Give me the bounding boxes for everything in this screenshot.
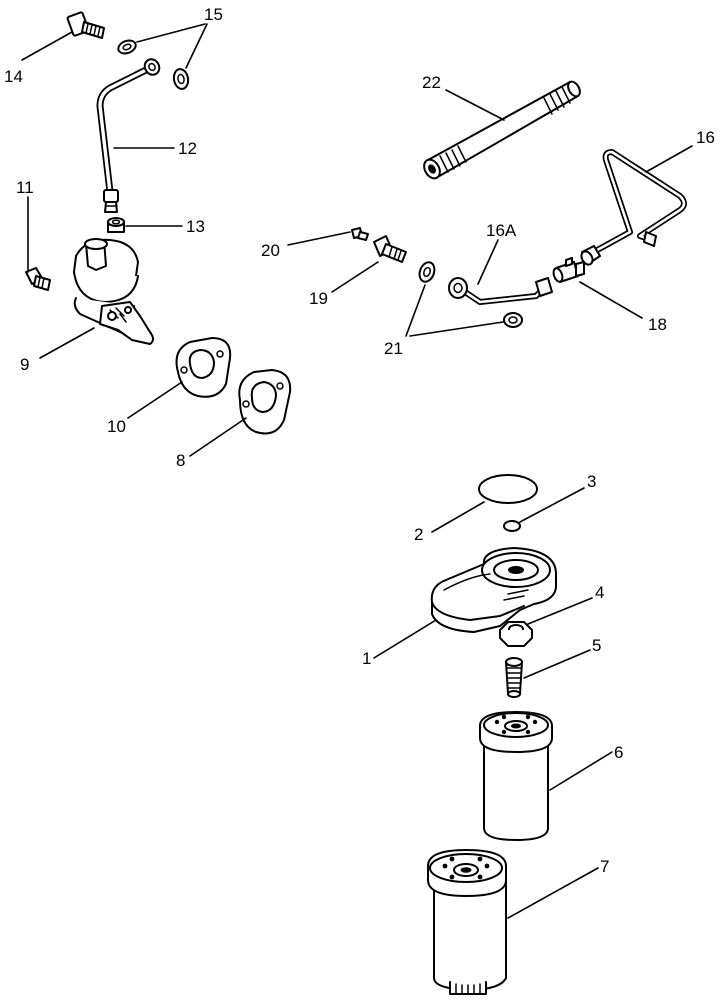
part-16a-banjo-line	[448, 277, 553, 305]
callout-11: 11	[16, 178, 34, 197]
part-20-screw	[351, 227, 369, 241]
part-21-washers	[418, 261, 523, 328]
callout-3: 3	[587, 472, 596, 491]
part-3-o-ring	[503, 520, 521, 532]
callout-22: 22	[422, 73, 441, 92]
callout-13: 13	[186, 217, 205, 236]
callout-12: 12	[178, 139, 197, 158]
leader-lines	[21, 23, 693, 919]
callout-16a: 16A	[486, 221, 517, 240]
part-10-gasket	[175, 337, 232, 398]
part-12-fuel-line	[96, 58, 161, 213]
part-14-bolt	[66, 11, 105, 39]
callout-labels: 1 2 3 4 5 6 7 8 9 10 11 12 13 14 15 16 1…	[4, 5, 715, 876]
callout-18: 18	[648, 315, 667, 334]
callout-16: 16	[696, 128, 715, 147]
callout-7: 7	[600, 857, 609, 876]
part-5-threaded-stud	[505, 657, 523, 698]
part-16-fuel-line	[580, 149, 687, 266]
callout-9: 9	[20, 355, 29, 374]
callout-4: 4	[595, 583, 604, 602]
part-15-washers	[117, 39, 190, 90]
part-2-o-ring	[478, 474, 538, 504]
callout-8: 8	[176, 451, 185, 470]
part-19-banjo-bolt	[373, 235, 407, 263]
part-13-nut	[107, 217, 125, 233]
part-9-fuel-pump	[73, 238, 154, 345]
part-8-gasket	[238, 369, 292, 435]
part-18-tee-fitting	[552, 257, 585, 283]
callout-14: 14	[4, 67, 23, 86]
part-22-pipe-nipple	[423, 80, 581, 180]
callout-20: 20	[261, 241, 280, 260]
part-11-bolt	[25, 267, 51, 291]
part-4-nut	[499, 621, 533, 647]
part-1-filter-head	[430, 547, 557, 633]
callout-1: 1	[362, 649, 371, 668]
callout-15: 15	[204, 5, 223, 24]
part-7-filter	[427, 849, 507, 995]
callout-2: 2	[414, 525, 423, 544]
callout-5: 5	[592, 636, 601, 655]
callout-6: 6	[614, 743, 623, 762]
callout-19: 19	[309, 289, 328, 308]
part-6-filter	[479, 711, 553, 841]
callout-21: 21	[384, 339, 403, 358]
callout-10: 10	[107, 417, 126, 436]
